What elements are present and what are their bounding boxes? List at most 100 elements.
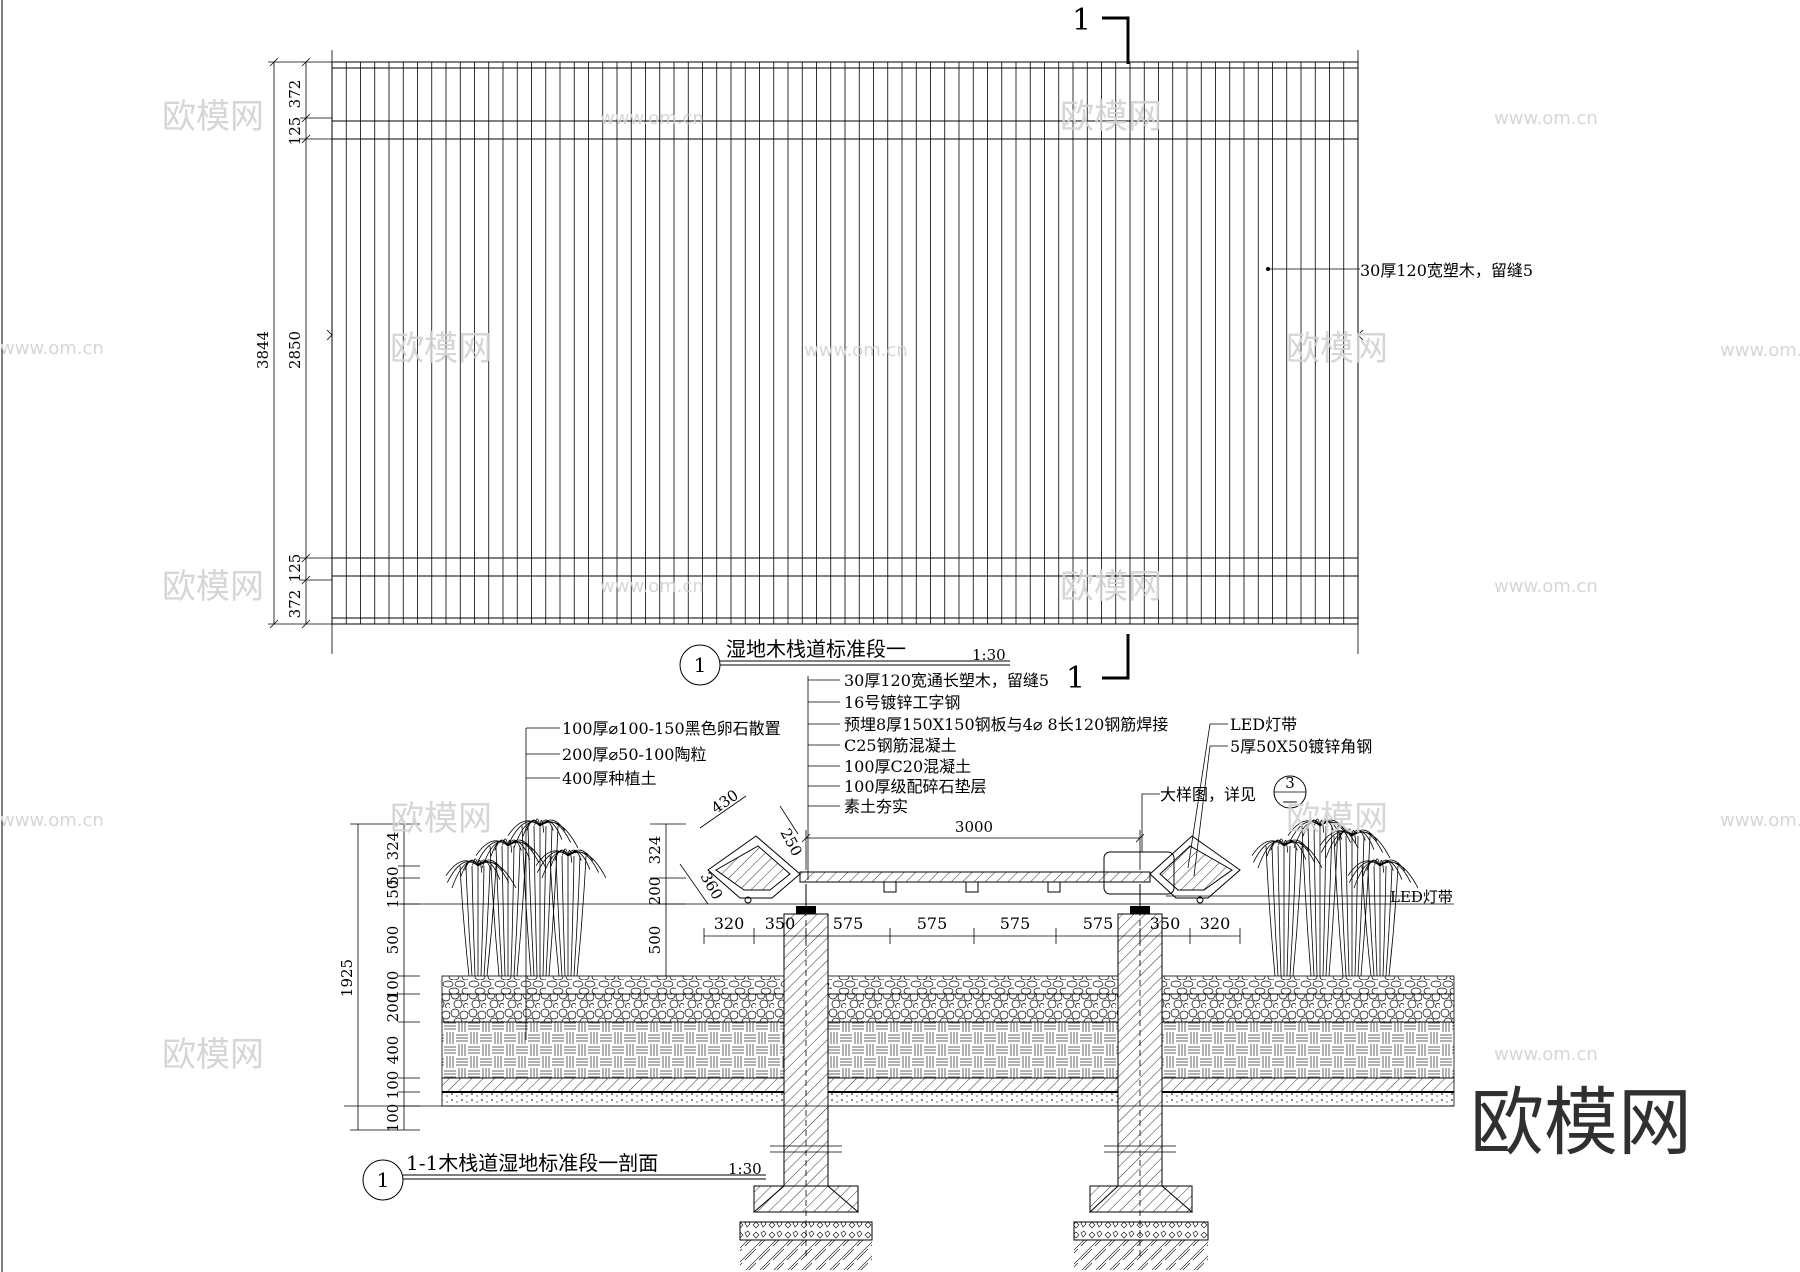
plan-boards [345,62,1345,624]
reed-plant [475,838,547,977]
watermark-url: www.om.cn [600,108,704,129]
section-view: 30厚120宽通长塑木，留缝5 16号镀锌工字钢 预埋8厚150X150钢板与4… [338,671,1455,1270]
section-mark-bottom: 1 [1066,661,1085,696]
section-title-circle [362,1159,404,1201]
watermark-brand: 欧模网 [1286,329,1388,369]
plan-title-number: 1 [694,653,707,677]
section-title: 1-1木栈道湿地标准段一剖面 [406,1151,658,1175]
section-mark-top: 1 [1072,3,1091,38]
dim-bench-250: 250 [776,825,805,859]
label-planting-soil: 400厚种植土 [562,769,657,788]
label-ibeam: 16号镀锌工字钢 [844,693,960,712]
watermark-url: www.om.cn [1494,576,1598,597]
label-angle-steel: 5厚50X50镀锌角钢 [1230,737,1372,756]
dim-l3-0: 324 [646,836,664,865]
layers-middle [827,975,1119,1107]
plan-dim-total: 3844 [254,331,272,369]
plan-dim-middle: 2850 [286,331,304,369]
watermark-brand: 欧模网 [162,567,264,607]
reed-plant [445,858,517,977]
dim-l-7: 100 [384,1104,402,1133]
plan-scale: 1:30 [972,646,1006,664]
reed-plant [1287,818,1359,977]
dim-l-0: 50 [384,866,402,885]
dim-l-3: 100 [384,971,402,1000]
bottom-dimensions [703,928,1241,944]
dim-b-5: 575 [1083,914,1114,933]
label-c25: C25钢筋混凝土 [844,736,957,755]
dim-b-2: 575 [833,914,864,933]
watermark-brand: 欧模网 [162,1035,264,1075]
dim-l2-0: 324 [384,832,402,861]
label-pebbles: 100厚⌀100-150黑色卵石散置 [562,719,781,738]
plan-dim-gap-top: 125 [286,117,304,146]
detail-ref-number: 3 [1285,774,1295,792]
section-cut-mark: 1 1 [1066,3,1130,696]
label-soil: 素土夯实 [844,797,908,816]
dim-b-7: 320 [1200,914,1231,933]
watermark-brand: 欧模网 [162,97,264,137]
plan-callout-board: 30厚120宽塑木，留缝5 [1360,261,1533,280]
dim-l-5: 400 [384,1036,402,1065]
watermark-url: www.om.cn [1494,1044,1598,1065]
dim-l-1: 150 [384,880,402,909]
detail-ref-sub: — [1283,792,1298,810]
plan-view: 3844 372 125 2850 125 372 1 1 30厚120宽塑木，… [254,3,1533,696]
section-scale: 1:30 [728,1160,762,1178]
plan-title: 湿地木栈道标准段一 [726,637,906,661]
watermark-url: www.om.cn [600,576,704,597]
dim-b-4: 575 [1000,914,1031,933]
label-board: 30厚120宽通长塑木，留缝5 [844,671,1049,690]
watermark-brand: 欧模网 [1286,799,1388,839]
reeds-right [1251,818,1419,977]
column-left [739,900,873,1270]
label-detail: 大样图，详见 [1160,785,1256,804]
reed-plant [535,848,607,977]
plan-dim-gap-bottom: 125 [286,554,304,583]
dim-left-total: 1925 [338,959,356,997]
label-plate: 预埋8厚150X150钢板与4⌀ 8长120钢筋焊接 [844,715,1168,734]
plan-dimensions: 3844 372 125 2850 125 372 [254,57,332,629]
plan-dim-edge-bottom: 372 [286,590,304,619]
reeds-left [445,818,607,977]
span-dimension [801,830,1145,870]
leaders-left [525,727,560,1040]
label-gravel: 100厚级配碎石垫层 [844,777,987,796]
boardwalk-deck [796,871,1151,914]
dim-l-2: 500 [384,926,402,955]
detail-box [1103,851,1175,895]
label-led-right: LED灯带 [1390,888,1453,906]
dim-l3-1: 200 [646,877,664,906]
label-led: LED灯带 [1230,715,1297,734]
reed-plant [1251,838,1323,977]
dim-l3-2: 500 [646,926,664,955]
watermark-brand: 欧模网 [390,329,492,369]
bench-left [707,835,801,904]
watermarks: 欧模网 www.om.cn 欧模网 www.om.cn www.om.cn 欧模… [0,97,1800,1166]
left-dimensions [350,823,686,1131]
layers-left [441,975,785,1107]
label-c20: 100厚C20混凝土 [844,757,971,776]
watermark-url: www.om.cn [804,340,908,361]
dim-b-1: 350 [765,914,796,933]
watermark-brand: 欧模网 [1060,567,1162,607]
watermark-brand: 欧模网 [1060,97,1162,137]
watermark-brand-large: 欧模网 [1470,1080,1692,1166]
dim-bench-430: 430 [708,786,742,817]
watermark-url: www.om.cn [1720,810,1800,831]
watermark-url: www.om.cn [1494,108,1598,129]
watermark-url: www.om.cn [1720,340,1800,361]
leaders-center [807,676,840,880]
layers-right [1161,975,1455,1107]
reed-plant [1347,858,1419,977]
label-ceramsite: 200厚⌀50-100陶粒 [562,745,706,764]
dim-b-6: 350 [1150,914,1181,933]
section-title-number: 1 [377,1168,390,1192]
reed-plant [1319,828,1391,977]
leaders-right [1141,723,1420,897]
watermark-url: www.om.cn [0,810,104,831]
watermark-brand: 欧模网 [390,799,492,839]
dim-b-0: 320 [714,914,745,933]
dim-span: 3000 [955,818,993,836]
